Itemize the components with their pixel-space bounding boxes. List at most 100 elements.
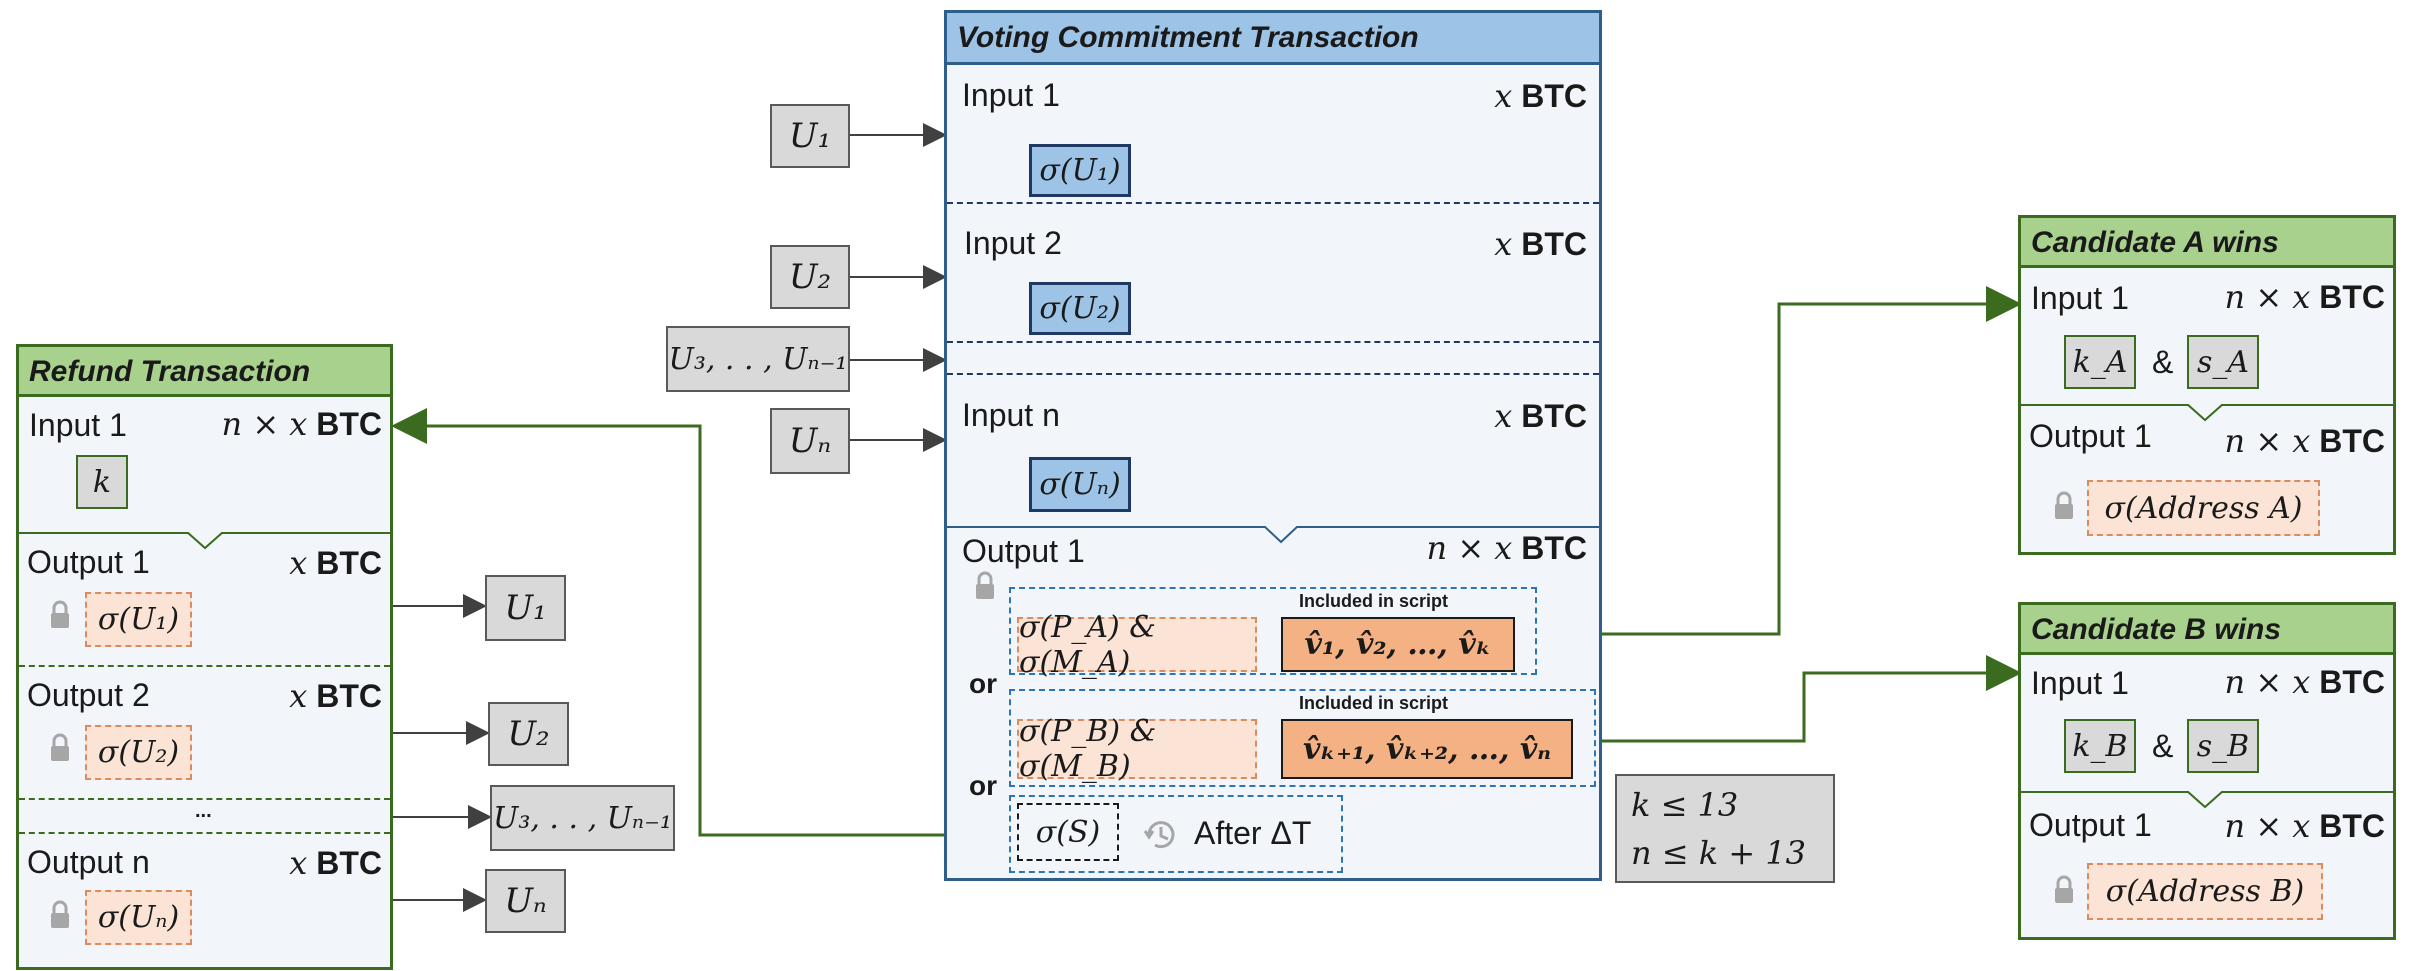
refund-outputn-label: Output n <box>27 844 150 880</box>
lock-icon <box>51 733 69 761</box>
refund-output1: Output 1 x BTC σ(U₁) <box>19 534 390 667</box>
key-k-box: k <box>76 455 128 509</box>
voting-inputn-amount: x BTC <box>1494 397 1587 435</box>
candidate-a-output1-amount: n × x BTC <box>2224 422 2385 460</box>
candidate-a-output1-label: Output 1 <box>2029 418 2152 454</box>
or-label-1: or <box>969 668 997 699</box>
refund-output2: Output 2 x BTC σ(U₂) <box>19 667 390 800</box>
voting-inputn: Input n x BTC σ(Uₙ) <box>947 375 1599 528</box>
voting-input2: Input 2 x BTC σ(U₂) <box>947 204 1599 343</box>
refund-target-u1: U₁ <box>485 575 566 641</box>
refund-output1-amount: x BTC <box>289 544 382 582</box>
voting-transaction: Voting Commitment Transaction Input 1 x … <box>944 10 1602 881</box>
included-label-b: Included in script <box>1299 693 1449 713</box>
refund-output2-amount: x BTC <box>289 677 382 715</box>
after-delta-t: After ΔT <box>1194 815 1312 851</box>
arrow-votesa-candA <box>1535 286 2022 636</box>
arrow-sigmas-refund <box>391 408 1012 837</box>
candidate-a-notch <box>2187 404 2223 422</box>
sender-u1: U₁ <box>770 104 850 168</box>
candidate-b-transaction: Candidate B wins Input 1 n × x BTC k_B &… <box>2018 602 2396 940</box>
constraint-k: k ≤ 13 <box>1631 786 1739 824</box>
voting-input2-label: Input 2 <box>964 225 1062 261</box>
lock-icon <box>51 900 69 928</box>
candidate-b-input1-label: Input 1 <box>2031 665 2129 701</box>
refund-target-un: Uₙ <box>485 869 566 933</box>
votes-a-box: v̂₁, v̂₂, …, v̂ₖ <box>1281 617 1515 672</box>
voting-input1-label: Input 1 <box>962 77 1060 113</box>
lock-icon <box>976 571 994 599</box>
secret-sa-box: s_A <box>2187 335 2259 389</box>
candidate-b-output1: Output 1 n × x BTC σ(Address B) <box>2021 793 2393 937</box>
refund-ellipsis: ... <box>195 800 212 822</box>
refund-input1: Input 1 n × x BTC k <box>19 397 390 534</box>
refund-outputn-amount: x BTC <box>289 844 382 882</box>
candidate-b-input1-amount: n × x BTC <box>2224 663 2385 701</box>
refund-sig-u2: σ(U₂) <box>85 725 192 780</box>
voting-middle-row <box>947 343 1599 375</box>
refund-sig-un: σ(Uₙ) <box>85 890 192 945</box>
amp-a: & <box>2152 344 2174 380</box>
candidate-a-input1-amount: n × x BTC <box>2224 278 2385 316</box>
refund-transaction: Refund Transaction Input 1 n × x BTC k O… <box>16 344 393 970</box>
refund-target-u3-to-un-1: U₃, . . , Uₙ₋₁ <box>490 785 675 851</box>
sig-u2-box: σ(U₂) <box>1029 282 1131 335</box>
sig-u1-box: σ(U₁) <box>1029 144 1131 197</box>
timelock-group: σ(S) After ΔT <box>1009 795 1343 873</box>
option-b-group: Included in script σ(P_B) & σ(M_B) v̂ₖ₊₁… <box>1009 689 1596 787</box>
sig-pa-ma: σ(P_A) & σ(M_A) <box>1017 610 1257 680</box>
sig-address-a: σ(Address A) <box>2087 480 2320 536</box>
candidate-b-output1-label: Output 1 <box>2029 807 2152 843</box>
lock-icon <box>51 600 69 628</box>
sig-pb-mb: σ(P_B) & σ(M_B) <box>1017 714 1257 784</box>
voting-input1: Input 1 x BTC σ(U₁) <box>947 65 1599 204</box>
included-label-a: Included in script <box>1299 591 1449 611</box>
constraint-n: n ≤ k + 13 <box>1631 834 1807 872</box>
key-kb-box: k_B <box>2064 719 2136 773</box>
votes-b-box: v̂ₖ₊₁, v̂ₖ₊₂, …, v̂ₙ <box>1281 719 1573 779</box>
sender-un: Uₙ <box>770 408 850 474</box>
arrow-votesb-candB <box>1592 655 2022 743</box>
clock-history-icon <box>1143 821 1175 849</box>
sig-address-b: σ(Address B) <box>2087 863 2323 920</box>
refund-sig-u1: σ(U₁) <box>85 592 192 647</box>
candidate-b-notch <box>2187 791 2223 809</box>
lock-icon <box>2055 875 2073 903</box>
refund-notch <box>187 532 223 550</box>
option-a-group: Included in script σ(P_A) & σ(M_A) v̂₁, … <box>1009 587 1537 680</box>
lock-icon <box>2055 491 2073 519</box>
candidate-a-transaction: Candidate A wins Input 1 n × x BTC k_A &… <box>2018 215 2396 555</box>
refund-input1-label: Input 1 <box>29 407 127 443</box>
or-label-2: or <box>969 770 997 801</box>
sig-un-box: σ(Uₙ) <box>1029 457 1131 512</box>
voting-input1-amount: x BTC <box>1494 77 1587 115</box>
refund-target-u2: U₂ <box>488 702 569 766</box>
sender-u2: U₂ <box>770 245 850 309</box>
sender-u3-to-un-1: U₃, . . , Uₙ₋₁ <box>666 326 850 392</box>
voting-output1-label: Output 1 <box>962 533 1085 569</box>
voting-notch <box>1264 526 1298 544</box>
refund-output1-label: Output 1 <box>27 544 150 580</box>
candidate-a-input1: Input 1 n × x BTC k_A & s_A <box>2021 268 2393 406</box>
sig-s-box: σ(S) <box>1017 803 1119 861</box>
voting-title: Voting Commitment Transaction <box>947 13 1599 65</box>
refund-title: Refund Transaction <box>19 347 390 397</box>
candidate-a-title: Candidate A wins <box>2021 218 2393 268</box>
candidate-b-output1-amount: n × x BTC <box>2224 807 2385 845</box>
voting-inputn-label: Input n <box>962 397 1060 433</box>
key-ka-box: k_A <box>2064 335 2136 389</box>
candidate-a-output1: Output 1 n × x BTC σ(Address A) <box>2021 406 2393 552</box>
voting-output1-amount: n × x BTC <box>1426 529 1587 567</box>
candidate-a-input1-label: Input 1 <box>2031 280 2129 316</box>
candidate-b-title: Candidate B wins <box>2021 605 2393 655</box>
voting-input2-amount: x BTC <box>1494 225 1587 263</box>
constraints-box: k ≤ 13 n ≤ k + 13 <box>1615 774 1835 883</box>
amp-b: & <box>2152 728 2174 764</box>
secret-sb-box: s_B <box>2187 719 2259 773</box>
refund-middle-row: ... <box>19 800 390 834</box>
candidate-b-input1: Input 1 n × x BTC k_B & s_B <box>2021 655 2393 793</box>
refund-input1-amount: n × x BTC <box>221 405 382 443</box>
refund-outputn: Output n x BTC σ(Uₙ) <box>19 834 390 967</box>
refund-output2-label: Output 2 <box>27 677 150 713</box>
